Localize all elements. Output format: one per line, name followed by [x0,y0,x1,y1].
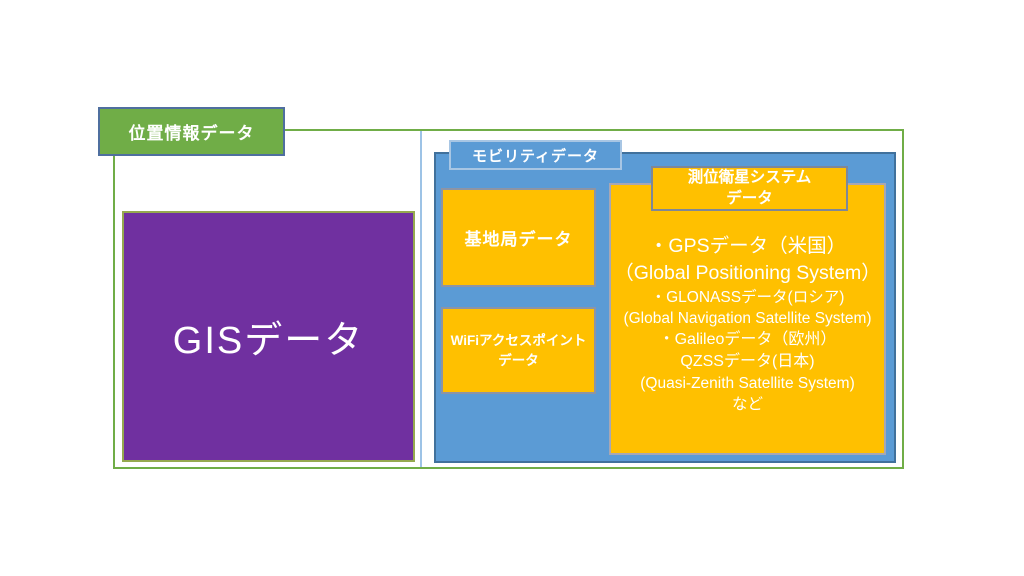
satellite-line-galileo: ・Galileoデータ（欧州） [658,331,837,348]
base-station-data-box: 基地局データ [441,188,596,287]
satellite-line-etc: など [731,396,763,413]
base-station-data-label: 基地局データ [464,230,573,249]
satellite-line-glonass: ・GLONASSデータ(ロシア) [650,289,845,306]
vertical-divider [420,131,422,467]
satellite-line-qzss-en: (Quasi-Zenith Satellite System) [640,375,855,392]
satellite-system-data-box: ・GPSデータ（米国） （Global Positioning System） … [609,183,886,455]
satellite-line-glonass-en: (Global Navigation Satellite System) [623,310,872,327]
mobility-data-label: モビリティデータ [449,140,622,170]
satellite-system-data-label: 測位衛星システム データ [651,166,848,211]
gis-data-box: GISデータ [122,211,415,462]
wifi-data-label-line2: データ [498,352,539,368]
location-data-label-text: 位置情報データ [128,124,255,143]
satellite-system-label-line1: 測位衛星システム [687,169,812,187]
satellite-line-qzss: QZSSデータ(日本) [680,353,815,370]
satellite-line-gps: ・GPSデータ（米国） [648,235,847,257]
mobility-data-label-text: モビリティデータ [471,147,600,165]
wifi-access-point-data-box: WiFiアクセスポイント データ [441,307,596,394]
satellite-line-gps-en: （Global Positioning System） [614,262,881,284]
wifi-data-label-line1: WiFiアクセスポイント [450,332,587,348]
satellite-system-label-line2: データ [726,189,773,207]
location-data-label: 位置情報データ [98,107,285,156]
gis-data-label: GISデータ [172,320,365,362]
